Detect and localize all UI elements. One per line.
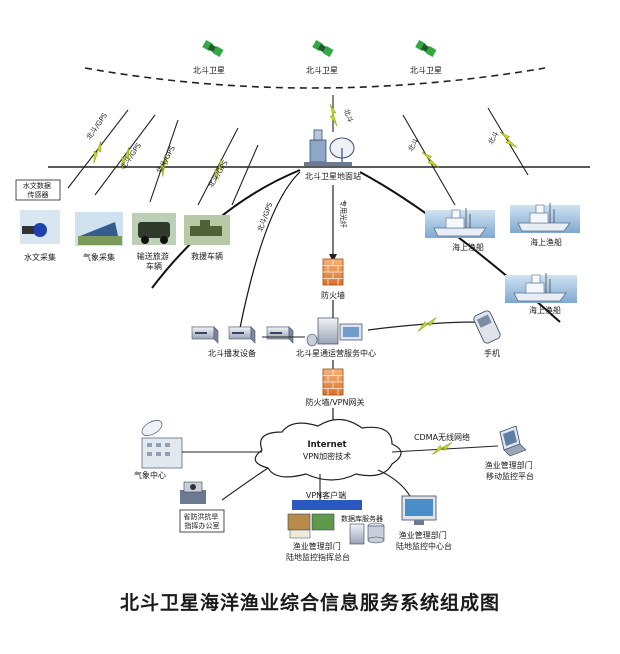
ground-station-label: 北斗卫星地面站 — [305, 171, 361, 181]
flood-office-label: 省防洪抗旱 指挥办公室 — [183, 512, 220, 530]
link-label: 北斗 — [342, 108, 354, 124]
satellite-label: 北斗卫星 — [306, 66, 338, 75]
firewall-label: 防火墙 — [321, 290, 345, 300]
satellite-icon — [202, 40, 224, 57]
vpn-client-label: VPN客户端 — [306, 490, 346, 500]
rescue-vehicle-icon — [184, 215, 230, 245]
command-center-screens-icon — [287, 513, 335, 539]
link-label: 北斗/GPS — [155, 144, 177, 175]
laptop-icon — [499, 425, 527, 457]
weather-station-icon — [75, 212, 123, 246]
mobile-phone-icon — [473, 310, 501, 344]
flood-office-box — [179, 509, 225, 533]
weather-collect-label: 气象采集 — [83, 252, 115, 262]
broadcast-device-icon — [266, 326, 294, 344]
database-server-label: 数据库服务器 — [341, 514, 383, 523]
mobile-phone-label: 手机 — [484, 348, 500, 358]
fishing-boat-label: 海上渔船 — [529, 305, 561, 315]
link-label: 北斗 — [487, 130, 501, 146]
database-server-icon — [349, 522, 385, 545]
fishing-boat-label: 海上渔船 — [530, 237, 562, 247]
ops-center-icon — [306, 317, 363, 347]
internet-cloud — [254, 418, 402, 481]
ground-station-icon — [304, 129, 355, 166]
flood-office-icon — [180, 481, 206, 504]
mobile-platform-label: 渔业管理部门 移动监控平台 — [485, 460, 536, 481]
vpn-client-bar — [292, 500, 362, 510]
sub-center-monitor-icon — [401, 495, 437, 525]
satellite-orbit — [84, 67, 546, 89]
beidou-link-to-broadcast — [239, 171, 301, 329]
transport-vehicle-label: 输送旅游 车辆 — [137, 251, 172, 271]
firewall-vpn-label: 防火墙/VPN网关 — [306, 397, 365, 407]
broadcast-device-label: 北斗播发设备 — [208, 348, 256, 358]
transport-vehicle-icon — [132, 213, 176, 245]
link-label: 北斗/GPS — [85, 111, 109, 141]
cdma-label: CDMA无线网络 — [414, 432, 470, 442]
rescue-vehicle-label: 救援车辆 — [191, 251, 223, 261]
fishing-boat-label: 海上渔船 — [452, 242, 484, 252]
hydro-collector-icon — [20, 210, 60, 244]
signal-bolt-icon — [87, 141, 107, 164]
sub-center-label: 渔业管理部门 陆地监控中心台 — [396, 530, 452, 551]
link-label: 北斗 — [407, 137, 421, 153]
hydro-sensor-label: 水文数据 传感器 — [23, 181, 53, 199]
link-label: 北斗/GPS — [207, 159, 230, 190]
firewall-icon — [322, 368, 344, 396]
vpn-encryption-label: VPN加密技术 — [303, 451, 351, 461]
hydro-collect-label: 水文采集 — [24, 252, 56, 262]
ops-center-label: 北斗星通运营服务中心 — [296, 348, 376, 358]
link-label: 专用光纤 — [339, 200, 348, 228]
satellite-label: 北斗卫星 — [410, 66, 442, 75]
weather-center-label: 气象中心 — [134, 470, 166, 480]
firewall-icon — [322, 258, 344, 286]
broadcast-device-icon — [228, 326, 256, 344]
hydro-sensor-box — [15, 179, 61, 201]
internet-label: Internet — [307, 440, 346, 450]
satellite-icon — [312, 40, 334, 57]
broadcast-device-icon — [191, 326, 219, 344]
satellite-icon — [415, 40, 437, 57]
weather-center-icon — [141, 420, 183, 469]
command-center-label: 渔业管理部门 陆地监控指挥总台 — [286, 541, 350, 562]
diagram-caption: 北斗卫星海洋渔业综合信息服务系统组成图 — [119, 592, 500, 614]
ship-links — [402, 107, 529, 206]
satellite-label: 北斗卫星 — [193, 66, 225, 75]
